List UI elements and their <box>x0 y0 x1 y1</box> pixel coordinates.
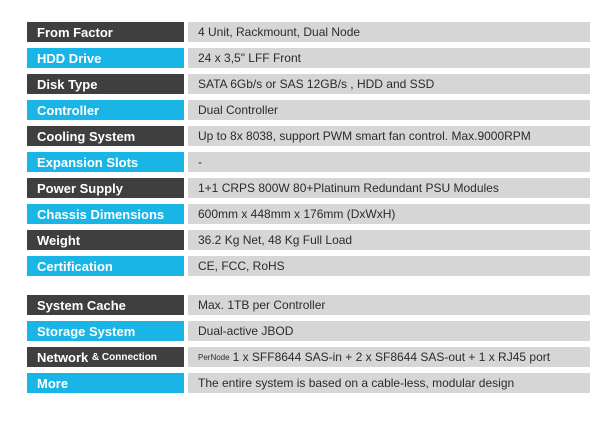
spec-label-main: Network <box>37 349 89 365</box>
spec-value: 600mm x 448mm x 176mm (DxWxH) <box>188 204 590 224</box>
spec-row-controller: Controller Dual Controller <box>27 100 590 120</box>
system-row-more: More The entire system is based on a cab… <box>27 373 590 393</box>
system-row-storage: Storage System Dual-active JBOD <box>27 321 590 341</box>
spec-value: 36.2 Kg Net, 48 Kg Full Load <box>188 230 590 250</box>
spec-value: Dual-active JBOD <box>188 321 590 341</box>
spec-value: Dual Controller <box>188 100 590 120</box>
spec-label: More <box>27 373 184 393</box>
spec-row-form-factor: From Factor 4 Unit, Rackmount, Dual Node <box>27 22 590 42</box>
spec-row-expansion-slots: Expansion Slots - <box>27 152 590 172</box>
spec-value: 1+1 CRPS 800W 80+Platinum Redundant PSU … <box>188 178 590 198</box>
spec-value: SATA 6Gb/s or SAS 12GB/s , HDD and SSD <box>188 74 590 94</box>
spec-value-prefix: PerNode <box>198 352 230 362</box>
spec-row-power-supply: Power Supply 1+1 CRPS 800W 80+Platinum R… <box>27 178 590 198</box>
spec-label: Weight <box>27 230 184 250</box>
spec-label: From Factor <box>27 22 184 42</box>
spec-label: Network & Connection <box>27 347 184 367</box>
spec-value: The entire system is based on a cable-le… <box>188 373 590 393</box>
spec-label: Expansion Slots <box>27 152 184 172</box>
spec-label: Cooling System <box>27 126 184 146</box>
spec-value: - <box>188 152 590 172</box>
spec-row-weight: Weight 36.2 Kg Net, 48 Kg Full Load <box>27 230 590 250</box>
spec-row-cooling-system: Cooling System Up to 8x 8038, support PW… <box>27 126 590 146</box>
spec-label: Chassis Dimensions <box>27 204 184 224</box>
spec-row-certification: Certification CE, FCC, RoHS <box>27 256 590 276</box>
spec-label: HDD Drive <box>27 48 184 68</box>
spec-label: System Cache <box>27 295 184 315</box>
spec-value: CE, FCC, RoHS <box>188 256 590 276</box>
spec-row-hdd-drive: HDD Drive 24 x 3,5" LFF Front <box>27 48 590 68</box>
spec-sheet: From Factor 4 Unit, Rackmount, Dual Node… <box>27 22 590 399</box>
system-row-cache: System Cache Max. 1TB per Controller <box>27 295 590 315</box>
spec-value: Max. 1TB per Controller <box>188 295 590 315</box>
spec-value: 4 Unit, Rackmount, Dual Node <box>188 22 590 42</box>
spec-label: Controller <box>27 100 184 120</box>
spec-value: 24 x 3,5" LFF Front <box>188 48 590 68</box>
spec-label: Storage System <box>27 321 184 341</box>
spec-label: Power Supply <box>27 178 184 198</box>
spec-value: Up to 8x 8038, support PWM smart fan con… <box>188 126 590 146</box>
spec-row-disk-type: Disk Type SATA 6Gb/s or SAS 12GB/s , HDD… <box>27 74 590 94</box>
spec-label: Disk Type <box>27 74 184 94</box>
spec-value-text: 1 x SFF8644 SAS-in + 2 x SF8644 SAS-out … <box>232 350 551 364</box>
spec-label: Certification <box>27 256 184 276</box>
spec-row-chassis-dimensions: Chassis Dimensions 600mm x 448mm x 176mm… <box>27 204 590 224</box>
spec-label-small: & Connection <box>91 351 157 363</box>
